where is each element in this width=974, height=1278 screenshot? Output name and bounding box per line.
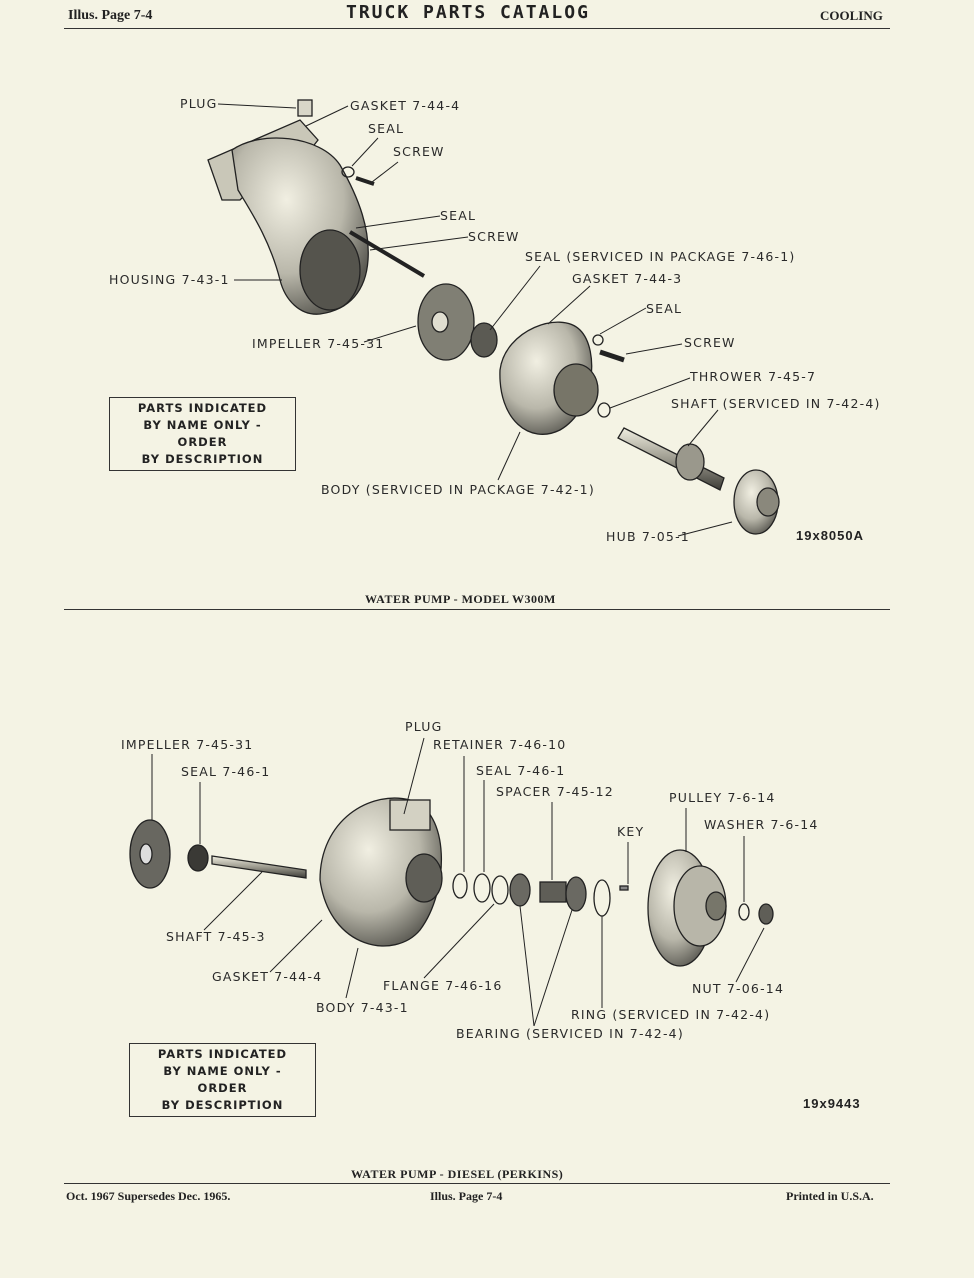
fig2-leaders: [151, 737, 765, 1027]
label-seal: SEAL: [368, 121, 405, 136]
parts-note-box: PARTS INDICATED BY NAME ONLY - ORDER BY …: [129, 1043, 316, 1117]
label-screw: SCREW: [468, 229, 520, 244]
label-plug: PLUG: [180, 96, 218, 111]
label-screw: SCREW: [684, 335, 736, 350]
label-housing: HOUSING 7-43-1: [109, 272, 230, 287]
fig1-leaders: [217, 103, 733, 537]
label-thrower: THROWER 7-45-7: [690, 369, 817, 384]
label-seal: SEAL 7-46-1: [476, 763, 566, 778]
label-body: BODY 7-43-1: [316, 1000, 409, 1015]
label-impeller: IMPELLER 7-45-31: [252, 336, 385, 351]
label-gasket: GASKET 7-44-4: [350, 98, 461, 113]
label-ring: RING (SERVICED IN 7-42-4): [571, 1007, 771, 1022]
note-line: BY DESCRIPTION: [141, 452, 264, 466]
label-gasket: GASKET 7-44-3: [572, 271, 683, 286]
figure-caption: WATER PUMP - DIESEL (PERKINS): [351, 1167, 564, 1181]
fig1-parts: [207, 99, 780, 535]
label-hub: HUB 7-05-1: [606, 529, 690, 544]
label-spacer: SPACER 7-45-12: [496, 784, 614, 799]
note-line: PARTS INDICATED: [137, 401, 268, 415]
label-impeller: IMPELLER 7-45-31: [121, 737, 254, 752]
label-retainer: RETAINER 7-46-10: [433, 737, 567, 752]
label-seal: SEAL: [440, 208, 477, 223]
note-line: PARTS INDICATED: [157, 1047, 288, 1061]
label-seal: SEAL 7-46-1: [181, 764, 271, 779]
label-shaft: SHAFT (SERVICED IN 7-42-4): [671, 396, 881, 411]
fig2-parts: [129, 797, 774, 967]
label-pulley: PULLEY 7-6-14: [669, 790, 776, 805]
label-gasket: GASKET 7-44-4: [212, 969, 323, 984]
label-key: KEY: [617, 824, 645, 839]
figure-reference-number: 19x9443: [803, 1096, 861, 1111]
label-body: BODY (SERVICED IN PACKAGE 7-42-1): [321, 482, 595, 497]
figure-caption: WATER PUMP - MODEL W300M: [365, 592, 556, 606]
figure-reference-number: 19x8050A: [796, 528, 864, 543]
label-shaft: SHAFT 7-45-3: [166, 929, 266, 944]
label-washer: WASHER 7-6-14: [704, 817, 819, 832]
footer-page-ref: Illus. Page 7-4: [430, 1189, 503, 1203]
note-line: BY DESCRIPTION: [161, 1098, 284, 1112]
header-rule: [64, 28, 890, 29]
header-page-ref: Illus. Page 7-4: [68, 8, 153, 23]
parts-note-box: PARTS INDICATED BY NAME ONLY - ORDER BY …: [109, 397, 296, 471]
catalog-title: TRUCK PARTS CATALOG: [346, 2, 590, 23]
section-name: COOLING: [820, 8, 883, 23]
footer-date: Oct. 1967 Supersedes Dec. 1965.: [66, 1189, 231, 1203]
section-divider: [64, 609, 890, 610]
label-seal-package: SEAL (SERVICED IN PACKAGE 7-46-1): [525, 249, 796, 264]
label-nut: NUT 7-06-14: [692, 981, 785, 996]
note-line: BY NAME ONLY - ORDER: [143, 418, 262, 449]
footer-printed: Printed in U.S.A.: [786, 1189, 874, 1203]
note-line: BY NAME ONLY - ORDER: [163, 1064, 282, 1095]
label-bearing: BEARING (SERVICED IN 7-42-4): [456, 1026, 684, 1041]
label-plug: PLUG: [405, 719, 443, 734]
label-flange: FLANGE 7-46-16: [383, 978, 503, 993]
footer-rule: [64, 1183, 890, 1184]
label-seal: SEAL: [646, 301, 683, 316]
label-screw: SCREW: [393, 144, 445, 159]
